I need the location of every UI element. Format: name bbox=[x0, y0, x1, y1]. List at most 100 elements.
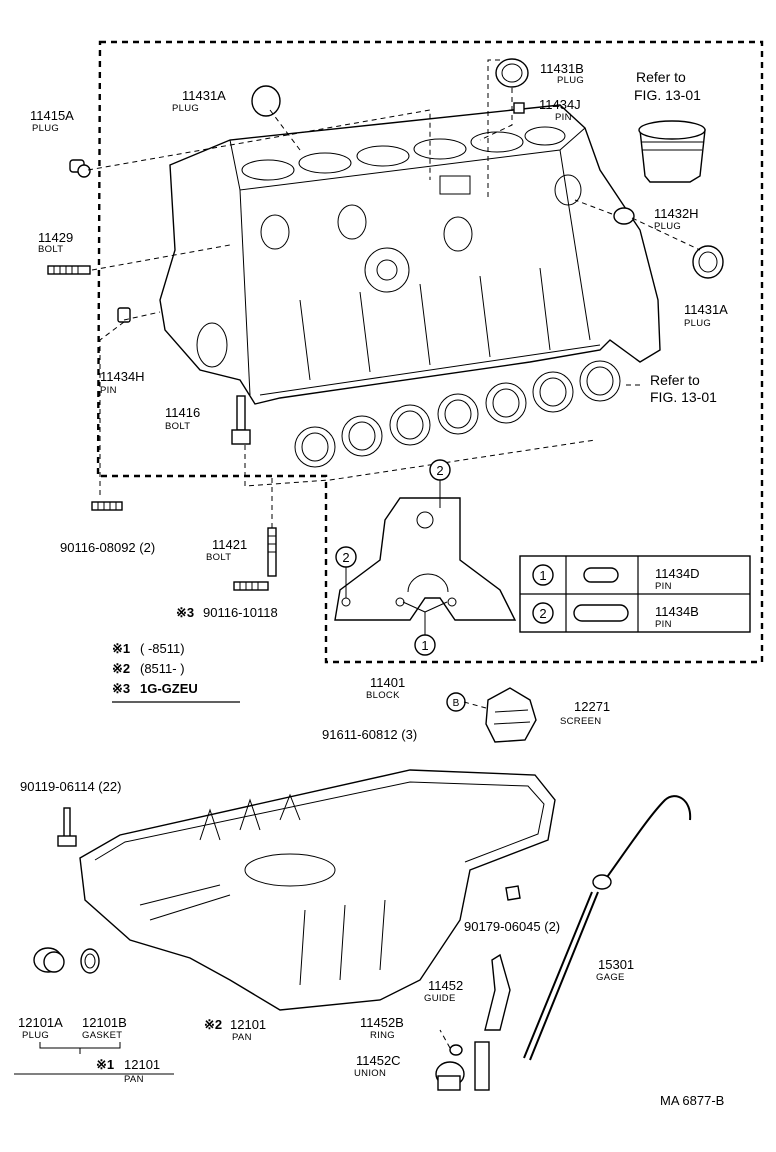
plug-11415a[interactable] bbox=[69, 159, 91, 178]
label-11415a-name: PLUG bbox=[32, 123, 59, 134]
plug-11431a-right[interactable] bbox=[692, 245, 724, 279]
label-11432h-number: 11432H bbox=[654, 206, 699, 221]
label-11415a-number: 11415A bbox=[30, 108, 74, 123]
plug-11432h[interactable] bbox=[613, 207, 635, 225]
pin-table-row1-name: PIN bbox=[655, 581, 672, 592]
pan-bolt-90119[interactable] bbox=[57, 807, 77, 847]
note-2-mark: ※2 bbox=[112, 661, 130, 676]
label-11452-name: GUIDE bbox=[424, 993, 456, 1004]
drain-plug-12101a[interactable] bbox=[33, 947, 65, 973]
label-90179: 90179-06045 (2) bbox=[464, 919, 560, 934]
label-11431b-name: PLUG bbox=[557, 75, 584, 86]
cylinder-block[interactable] bbox=[159, 104, 661, 405]
label-90116-10118-number: 90116-10118 bbox=[203, 605, 278, 620]
label-12101-1-name: PAN bbox=[124, 1074, 144, 1085]
label-11421-name: BOLT bbox=[206, 552, 231, 563]
callout-1-leader bbox=[402, 601, 448, 635]
union-11452c[interactable] bbox=[435, 1061, 465, 1091]
label-11452c-number: 11452C bbox=[356, 1053, 401, 1068]
main-bearing-set[interactable] bbox=[294, 360, 621, 468]
bolt-marker-b: B bbox=[446, 692, 466, 712]
callout-1: 1 bbox=[414, 634, 436, 656]
label-12101-2-number: 12101 bbox=[230, 1017, 266, 1032]
label-11431a-top-name: PLUG bbox=[172, 103, 199, 114]
label-12101-2-mark: ※2 bbox=[204, 1017, 222, 1032]
plug-11431a-top[interactable] bbox=[251, 85, 281, 117]
label-90116-08092: 90116-08092 (2) bbox=[60, 540, 155, 555]
label-15301-number: 15301 bbox=[598, 957, 634, 972]
label-11421-number: 11421 bbox=[212, 537, 247, 552]
dipstick-guide[interactable] bbox=[484, 953, 511, 1031]
pin-table-row1-callout: 1 bbox=[539, 568, 546, 583]
label-11434h-number: 11434H bbox=[100, 369, 145, 384]
label-90119: 90119-06114 (22) bbox=[20, 779, 121, 794]
label-11452c-name: UNION bbox=[354, 1068, 386, 1079]
note-1-text: ( -8511) bbox=[140, 641, 185, 656]
label-90116-10118-mark: ※3 bbox=[176, 605, 194, 620]
note-2-text: (8511- ) bbox=[140, 661, 185, 676]
label-11416-name: BOLT bbox=[165, 421, 190, 432]
guide-lower-tube[interactable] bbox=[474, 1041, 490, 1091]
dipstick-gage[interactable] bbox=[523, 795, 692, 1061]
label-11401-name: BLOCK bbox=[366, 690, 400, 701]
block-group-boundary bbox=[96, 40, 764, 664]
label-11431b-number: 11431B bbox=[540, 61, 584, 76]
piston bbox=[638, 120, 706, 183]
label-11452b-name: RING bbox=[370, 1030, 395, 1041]
pin-table-row2-callout: 2 bbox=[539, 606, 546, 621]
note-3-text: 1G-GZEU bbox=[140, 681, 198, 696]
plug-gasket-bracket bbox=[39, 1042, 121, 1054]
label-12101-2-name: PAN bbox=[232, 1032, 252, 1043]
pin-table-row2-number: 11434B bbox=[655, 604, 699, 619]
bolt-11416[interactable] bbox=[231, 395, 251, 445]
stud-90116-08092[interactable] bbox=[91, 501, 123, 511]
callout-2-top: 2 bbox=[429, 459, 451, 481]
leader-lines bbox=[87, 59, 701, 1049]
label-91611: 91611-60812 (3) bbox=[322, 727, 417, 742]
label-11431a-top-number: 11431A bbox=[182, 88, 226, 103]
gasket-12101b[interactable] bbox=[80, 948, 100, 974]
label-11434h-name: PIN bbox=[100, 385, 117, 396]
bolt-11421[interactable] bbox=[267, 527, 277, 577]
callout-2-left: 2 bbox=[335, 546, 357, 568]
bolt-11429[interactable] bbox=[47, 265, 91, 275]
label-11431a-right-number: 11431A bbox=[684, 302, 728, 317]
label-11452-number: 11452 bbox=[428, 978, 463, 993]
label-12101-1-number: 12101 bbox=[124, 1057, 160, 1072]
note-3-mark: ※3 bbox=[112, 681, 130, 696]
label-12101b-name: GASKET bbox=[82, 1030, 122, 1041]
label-11431a-right-name: PLUG bbox=[684, 318, 711, 329]
pin-table-row2-name: PIN bbox=[655, 619, 672, 630]
label-12101-1-mark: ※1 bbox=[96, 1057, 114, 1072]
bearing-cap-plate[interactable] bbox=[334, 497, 517, 621]
ref-bearings-line2: FIG. 13-01 bbox=[650, 389, 717, 405]
svg-text:2: 2 bbox=[342, 550, 349, 565]
pin-11434j[interactable] bbox=[513, 102, 525, 114]
ref-piston-line2: FIG. 13-01 bbox=[634, 87, 701, 103]
svg-text:B: B bbox=[453, 698, 460, 709]
label-12271-name: SCREEN bbox=[560, 716, 601, 727]
label-11401-number: 11401 bbox=[370, 675, 405, 690]
label-11429-number: 11429 bbox=[38, 230, 73, 245]
clip-90179[interactable] bbox=[505, 885, 521, 901]
diagram-code: MA 6877-B bbox=[660, 1093, 724, 1108]
oil-pan[interactable] bbox=[79, 769, 556, 1011]
ref-piston-line1: Refer to bbox=[636, 69, 686, 85]
label-15301-name: GAGE bbox=[596, 972, 625, 983]
label-12271-number: 12271 bbox=[574, 699, 610, 714]
svg-text:2: 2 bbox=[436, 463, 443, 478]
note-1-mark: ※1 bbox=[112, 641, 130, 656]
label-12101b-number: 12101B bbox=[82, 1015, 127, 1030]
label-12101a-number: 12101A bbox=[18, 1015, 63, 1030]
pin-table bbox=[519, 555, 751, 633]
label-12101a-name: PLUG bbox=[22, 1030, 49, 1041]
stud-90116-10118[interactable] bbox=[233, 581, 269, 591]
svg-text:1: 1 bbox=[421, 638, 428, 653]
plug-11431b[interactable] bbox=[495, 58, 529, 88]
ring-11452b[interactable] bbox=[449, 1044, 463, 1056]
label-11434j-number: 11434J bbox=[539, 97, 581, 112]
oil-strainer-screen[interactable] bbox=[485, 687, 537, 743]
label-11432h-name: PLUG bbox=[654, 221, 681, 232]
pin-table-row1-number: 11434D bbox=[655, 566, 700, 581]
